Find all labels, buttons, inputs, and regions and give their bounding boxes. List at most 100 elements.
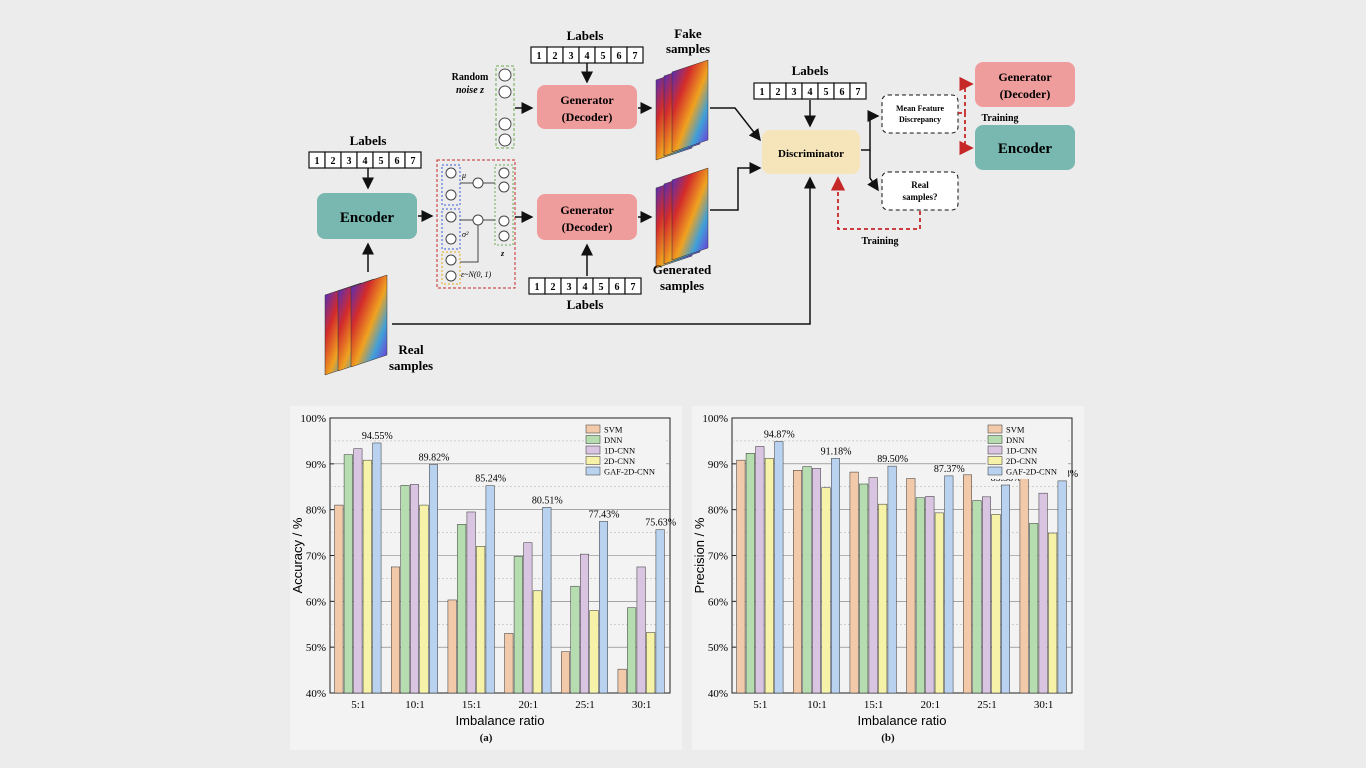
real-question-box	[881, 171, 959, 211]
bar	[391, 566, 400, 694]
data-label: 94.87%	[764, 430, 795, 441]
bar	[887, 465, 897, 694]
bar	[1038, 492, 1048, 694]
label-cell-text: 2	[553, 51, 558, 62]
bar	[972, 500, 982, 694]
x-tick-label: 30:1	[632, 699, 652, 711]
label-cell-text: 3	[569, 51, 574, 62]
real-samples-label-2: samples	[389, 358, 433, 373]
bar	[745, 453, 755, 694]
fake-samples-label-1: Fake	[674, 26, 702, 41]
legend-label: 2D-CNN	[1006, 456, 1037, 466]
x-tick-label: 10:1	[807, 699, 827, 711]
labels-title-encoder: Labels	[350, 133, 387, 148]
bar	[513, 556, 523, 694]
bar	[353, 448, 363, 694]
bar	[991, 514, 1001, 694]
generator-bottom-label-1: Generator	[560, 203, 614, 217]
legend-swatch	[585, 456, 601, 465]
noise-nodes	[498, 68, 512, 147]
label-cell-text: 3	[792, 87, 797, 98]
random-noise-label-2: noise z	[456, 85, 484, 96]
real-question-label-2: samples?	[902, 192, 937, 202]
legend-swatch	[987, 456, 1003, 465]
data-label: 89.50%	[877, 454, 908, 465]
bar	[982, 496, 991, 694]
x-tick-label: 30:1	[1034, 699, 1054, 711]
bar	[774, 441, 784, 694]
output-generator-label-1: Generator	[998, 70, 1052, 84]
bar	[343, 454, 353, 694]
data-label: 85.24%	[475, 474, 506, 485]
bar	[793, 470, 802, 694]
y-tick-label: 70%	[708, 551, 728, 563]
vae-z: z	[500, 249, 505, 258]
legend-swatch	[987, 466, 1003, 476]
bar	[627, 607, 637, 694]
bar	[755, 446, 765, 694]
y-tick-label: 80%	[306, 505, 326, 517]
generator-bottom-label-2: (Decoder)	[562, 220, 613, 234]
bar	[1057, 480, 1067, 694]
label-cell-text: 6	[617, 51, 622, 62]
bar	[963, 474, 972, 694]
bar	[736, 459, 746, 694]
bar	[542, 507, 552, 694]
legend-label: GAF-2D-CNN	[604, 467, 655, 477]
y-tick-label: 90%	[708, 459, 728, 471]
bar	[617, 668, 627, 694]
vae-mu: μ	[461, 171, 466, 180]
data-label: 80.51%	[532, 495, 563, 506]
label-cell-text: 4	[363, 156, 368, 167]
legend-swatch	[585, 424, 601, 434]
bar	[410, 484, 419, 694]
label-cell-text: 1	[537, 51, 542, 62]
bar	[400, 485, 410, 694]
data-label: 89.82%	[419, 453, 450, 464]
y-tick-label: 60%	[708, 596, 728, 608]
x-axis-label: Imbalance ratio	[456, 713, 545, 728]
label-cell-text: 7	[631, 282, 636, 293]
mean-feature-box	[881, 94, 959, 134]
generator-top-label-1: Generator	[560, 93, 614, 107]
y-tick-label: 60%	[306, 596, 326, 608]
bar	[915, 497, 925, 694]
generator-top-label-2: (Decoder)	[562, 110, 613, 124]
label-cell	[624, 277, 642, 295]
bar	[1001, 484, 1010, 694]
accuracy-chart-svg: 40%50%60%70%80%90%100%94.55%5:189.82%10:…	[290, 413, 676, 728]
bar	[580, 553, 589, 694]
bar	[523, 542, 533, 694]
bar	[429, 464, 438, 694]
bar	[1019, 473, 1029, 694]
labels-title-discriminator: Labels	[792, 63, 829, 78]
vae-epsilon: ε~N(0, 1)	[461, 270, 491, 279]
legend-swatch	[585, 466, 601, 476]
bar	[362, 459, 372, 694]
legend-swatch	[585, 435, 601, 444]
label-cell-text: 7	[856, 87, 861, 98]
bar	[599, 521, 608, 694]
data-label: 77.43%	[589, 509, 620, 520]
legend-label: SVM	[604, 425, 623, 435]
label-cell-text: 5	[379, 156, 384, 167]
bar	[934, 512, 944, 694]
label-cell-text: 3	[347, 156, 352, 167]
real-samples-label-1: Real	[398, 342, 424, 357]
y-tick-label: 50%	[306, 642, 326, 654]
x-tick-label: 20:1	[519, 699, 539, 711]
label-cell-text: 1	[315, 156, 320, 167]
label-cell-text: 1	[535, 282, 540, 293]
bar	[372, 442, 382, 694]
labels-title-bottom: Labels	[567, 297, 604, 312]
y-tick-label: 50%	[708, 642, 728, 654]
x-tick-label: 10:1	[405, 699, 425, 711]
label-cell-text: 4	[583, 282, 588, 293]
x-axis-label: Imbalance ratio	[858, 713, 947, 728]
precision-chart-svg: 40%50%60%70%80%90%100%94.87%5:191.18%10:…	[692, 413, 1078, 728]
labels-title-top: Labels	[567, 28, 604, 43]
label-cell-text: 3	[567, 282, 572, 293]
